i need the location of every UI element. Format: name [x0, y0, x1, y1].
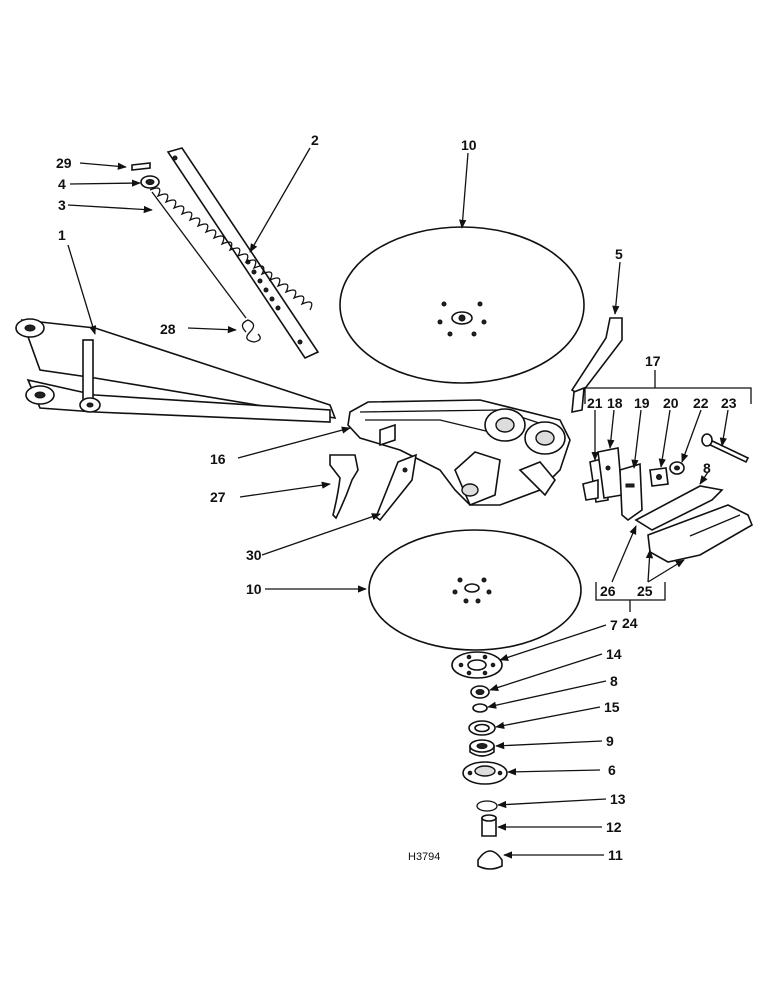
callout-30: 30 [246, 547, 262, 563]
link-bar-part [166, 147, 320, 360]
callout-19: 19 [634, 395, 650, 411]
spring-part [149, 187, 313, 319]
cutter-blade-part [375, 453, 418, 522]
opener-frame-part [347, 399, 571, 507]
nut-part [649, 467, 669, 487]
callout-12: 12 [606, 819, 622, 835]
callout-4: 4 [58, 176, 66, 192]
cotter-pin-part [131, 162, 151, 171]
callout-26: 26 [600, 583, 616, 599]
callout-6: 6 [608, 762, 616, 778]
callout-10-lower: 10 [246, 581, 262, 597]
lower-disc-part [368, 529, 582, 651]
scraper-part [570, 317, 623, 413]
callout-2: 2 [311, 132, 319, 148]
hub-flange-part [451, 651, 503, 679]
callout-29: 29 [56, 155, 72, 171]
bolt-part [701, 433, 750, 464]
callout-3: 3 [58, 197, 66, 213]
upper-disc-part [339, 226, 585, 384]
callout-9: 9 [606, 733, 614, 749]
bearing-cup-part [468, 720, 496, 736]
seal-part [470, 685, 490, 699]
hub-part [462, 761, 508, 785]
snap-ring-part [476, 800, 498, 812]
callout-13: 13 [610, 791, 626, 807]
callout-1: 1 [58, 227, 66, 243]
small-washer-part [472, 703, 488, 713]
callout-17: 17 [645, 353, 661, 369]
callout-22: 22 [693, 395, 709, 411]
callout-14: 14 [606, 646, 622, 662]
bushing-part [669, 461, 685, 475]
callout-18: 18 [607, 395, 623, 411]
callout-5: 5 [615, 246, 623, 262]
dust-cap-part [477, 850, 503, 870]
callout-8-lower: 8 [610, 673, 618, 689]
washer-part [140, 175, 160, 189]
callout-8-upper: 8 [703, 460, 711, 476]
callout-20: 20 [663, 395, 679, 411]
callout-23: 23 [721, 395, 737, 411]
callout-27: 27 [210, 489, 226, 505]
figure-reference: H3794 [408, 851, 440, 863]
frame-arm-part [15, 318, 337, 423]
callout-25: 25 [637, 583, 653, 599]
blade-part [619, 462, 643, 522]
callout-10-upper: 10 [461, 137, 477, 153]
callout-16: 16 [210, 451, 226, 467]
callout-28: 28 [160, 321, 176, 337]
spindle-part [481, 814, 497, 837]
bearing-part [469, 739, 495, 757]
callout-21: 21 [587, 395, 603, 411]
group-bracket-17 [584, 370, 752, 404]
callout-15: 15 [604, 699, 620, 715]
callout-24: 24 [622, 615, 638, 631]
shoe-part [329, 454, 359, 520]
callout-labels: 1 2 3 4 5 6 7 8 8 9 10 10 11 12 13 14 15… [56, 132, 737, 863]
group-bracket-24 [595, 582, 666, 612]
callout-11: 11 [608, 847, 623, 863]
callout-7: 7 [610, 617, 618, 633]
shield-part [634, 485, 724, 531]
spring-clip-part [241, 319, 261, 343]
leader-lines [67, 147, 729, 859]
